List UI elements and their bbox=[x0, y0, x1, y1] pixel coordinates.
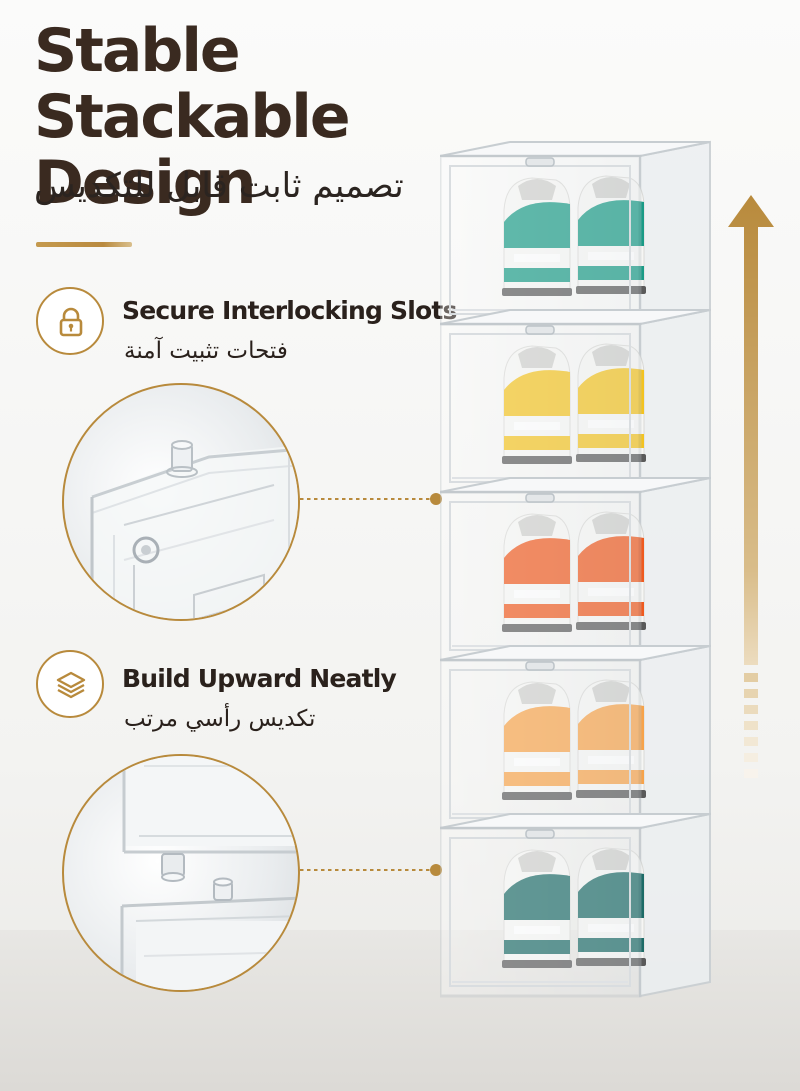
feature-layers-badge bbox=[36, 650, 104, 718]
lock-icon bbox=[59, 307, 83, 337]
box-stack bbox=[440, 140, 711, 998]
title-underline bbox=[36, 242, 132, 247]
stacking-detail-illustration bbox=[120, 756, 298, 990]
storage-box bbox=[440, 140, 711, 326]
storage-box bbox=[440, 812, 711, 998]
page-title: Stable Stackable Design bbox=[34, 18, 534, 216]
feature-2-title: Build Upward Neatly bbox=[122, 664, 397, 693]
callout-dot-2 bbox=[430, 864, 442, 876]
storage-box bbox=[440, 476, 711, 662]
storage-box bbox=[440, 308, 711, 494]
callout-dot-1 bbox=[430, 493, 442, 505]
product-stack-illustration bbox=[440, 140, 711, 998]
title-line-2: Design bbox=[34, 148, 256, 218]
feature-2-title-arabic: تكديس رأسي مرتب bbox=[124, 706, 316, 732]
feature-1-title-arabic: فتحات تثبيت آمنة bbox=[124, 338, 288, 364]
storage-box bbox=[440, 644, 711, 830]
callout-line-2 bbox=[300, 869, 432, 871]
page-title-arabic: تصميم ثابت قابل للتكديس bbox=[34, 166, 404, 206]
arrow-up-icon bbox=[728, 195, 774, 778]
feature-lock-badge bbox=[36, 287, 104, 355]
zoom-detail-stacking bbox=[62, 754, 300, 992]
title-line-1: Stable Stackable bbox=[34, 16, 351, 152]
feature-1-title: Secure Interlocking Slots bbox=[122, 296, 457, 325]
zoom-detail-interlock bbox=[62, 383, 300, 621]
callout-line-1 bbox=[300, 498, 432, 500]
interlock-detail-illustration bbox=[90, 440, 298, 619]
layers-icon bbox=[56, 671, 86, 699]
